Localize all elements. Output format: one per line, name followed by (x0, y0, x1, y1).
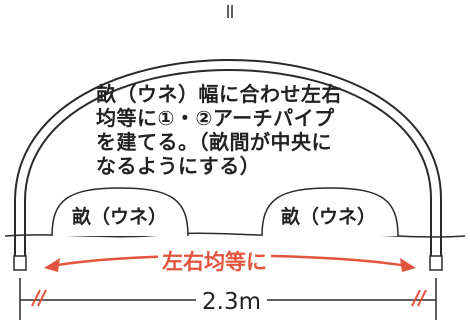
arrow-head-right (400, 258, 416, 272)
break-mark-right (411, 289, 421, 307)
pipe-end-right (429, 255, 443, 271)
break-mark-left (31, 289, 41, 307)
ridge-label-right: 畝（ウネ） (281, 206, 377, 228)
ridge-right (261, 187, 399, 237)
ridge-left (51, 187, 189, 237)
width-label: 2.3m (196, 289, 267, 315)
arrow-head-left (44, 258, 60, 272)
even-spacing-label: 左右均等に (158, 246, 271, 276)
ridge-label-left: 畝（ウネ） (72, 206, 168, 228)
arch-pipe-inner (16, 61, 441, 260)
pipe-end-left (13, 255, 27, 271)
instruction-text: 畝（ウネ）幅に合わせ左右 均等に①・②アーチパイプ を建てる。（畝間が中央に な… (96, 82, 342, 178)
